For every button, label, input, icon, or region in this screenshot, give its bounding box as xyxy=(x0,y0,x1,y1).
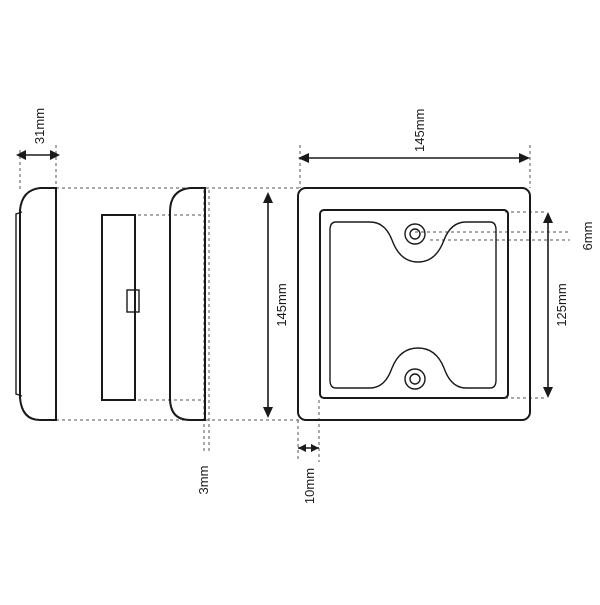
front-width-arrowhead-right xyxy=(519,153,530,163)
dim-hole-offset: 6mm xyxy=(580,222,595,251)
side-height-arrowhead-bottom xyxy=(263,407,273,418)
front-width-label: 145mm xyxy=(412,109,427,152)
dim-frame-border: 10mm xyxy=(298,444,319,504)
hole-offset-label: 6mm xyxy=(580,222,595,251)
mount-block xyxy=(101,214,136,401)
top-screw-hole-inner xyxy=(409,228,421,240)
side-view-housing xyxy=(15,187,57,421)
dim-side-height: 145mm xyxy=(263,192,289,418)
cover-body xyxy=(169,187,206,421)
border-arrowhead-right xyxy=(311,444,319,452)
side-view-cover xyxy=(169,187,206,421)
depth-label: 31mm xyxy=(32,108,47,144)
inner-height-arrowhead-bottom xyxy=(543,387,553,398)
housing-lip xyxy=(15,211,23,397)
bottom-screw-hole xyxy=(404,368,426,390)
wall-gap-label: 3mm xyxy=(196,466,211,495)
bracket-plate xyxy=(329,221,497,389)
inner-height-arrowhead-top xyxy=(543,212,553,223)
inner-height-label: 125mm xyxy=(554,283,569,326)
bottom-screw-hole-inner xyxy=(409,373,421,385)
border-arrowhead-left xyxy=(298,444,306,452)
dim-wall-gap: 3mm xyxy=(196,466,211,495)
frame-border-label: 10mm xyxy=(302,468,317,504)
dim-depth: 31mm xyxy=(16,108,60,160)
inner-frame xyxy=(319,209,509,399)
dim-front-width: 145mm xyxy=(298,109,530,163)
front-width-arrowhead-left xyxy=(298,153,309,163)
mount-clip xyxy=(126,289,140,313)
side-height-arrowhead-top xyxy=(263,192,273,203)
top-screw-hole xyxy=(404,223,426,245)
dim-inner-height: 125mm xyxy=(543,212,569,398)
side-view-mount xyxy=(101,214,140,401)
depth-arrowhead-left xyxy=(16,150,26,160)
depth-arrowhead-right xyxy=(50,150,60,160)
outer-frame xyxy=(297,187,531,421)
housing-body xyxy=(19,187,57,421)
front-view xyxy=(297,187,531,421)
side-height-label: 145mm xyxy=(274,283,289,326)
